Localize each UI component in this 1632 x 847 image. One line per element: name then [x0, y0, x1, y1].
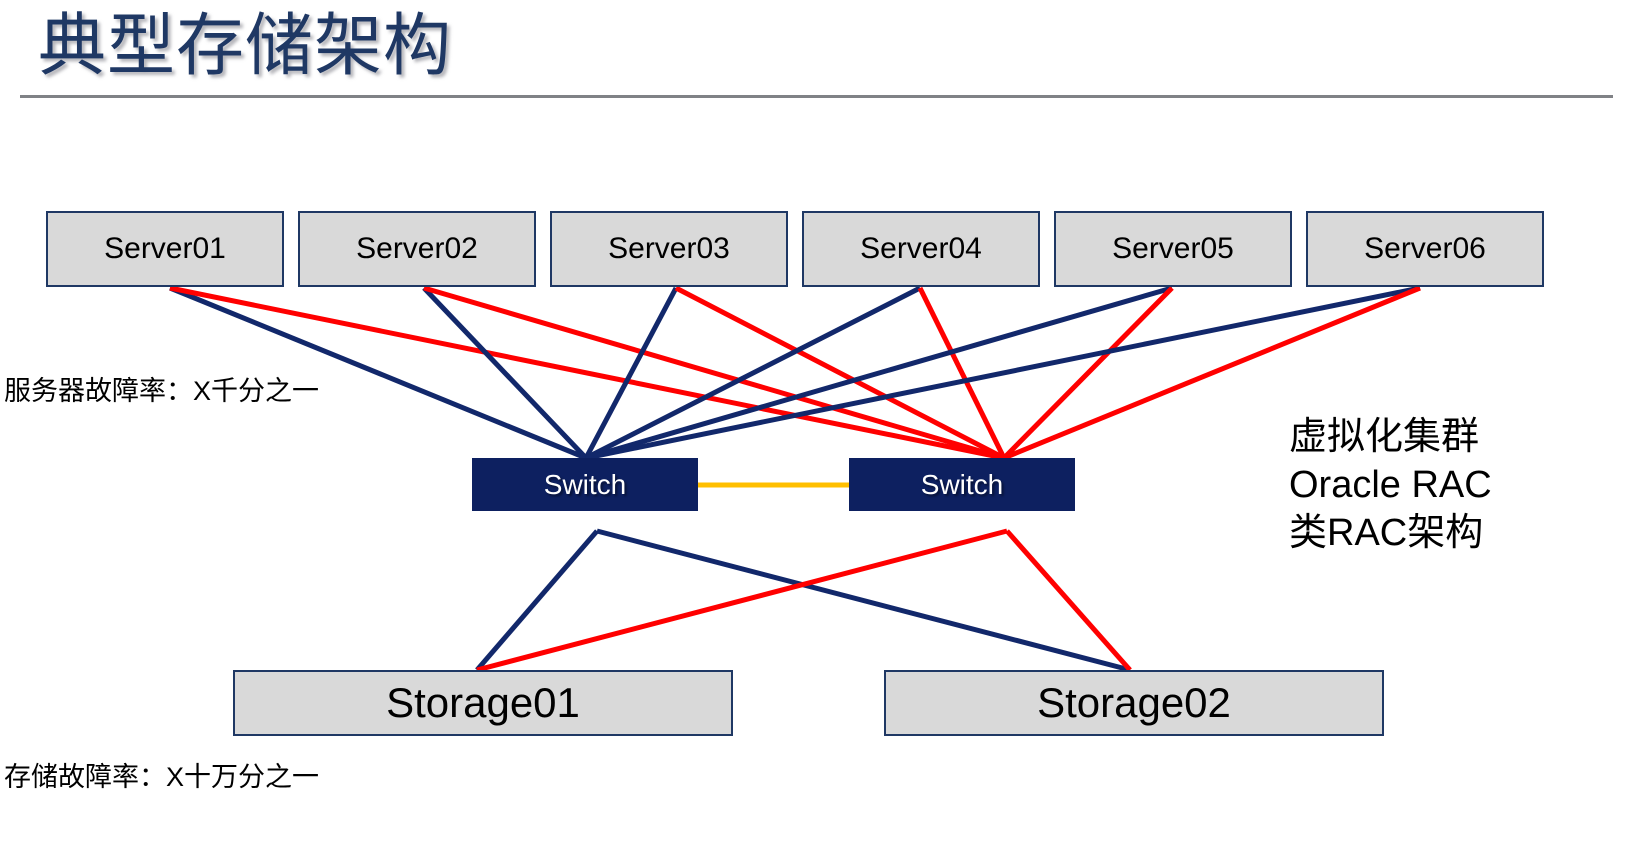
- link-server5-switch2: [1002, 286, 1174, 460]
- storage-failure-rate-annotation: 存储故障率：X十万分之一: [4, 762, 320, 792]
- link-server5-switch1: [585, 285, 1173, 461]
- link-server6-switch1: [585, 285, 1421, 461]
- server-node-label: Server01: [104, 232, 226, 265]
- switch-node-2[interactable]: Switch: [849, 458, 1075, 511]
- page-title: 典型存储架构: [38, 8, 453, 84]
- link-server4-switch1: [584, 285, 922, 461]
- link-server2-switch1: [422, 286, 588, 460]
- storage-node-label: Storage01: [386, 679, 580, 726]
- switch-node-label: Switch: [920, 468, 1004, 500]
- storage-node-2[interactable]: Storage02: [884, 670, 1384, 736]
- architecture-note-line-2: Oracle RAC: [1289, 464, 1492, 506]
- storage-node-label: Storage02: [1037, 679, 1231, 726]
- storage-node-1[interactable]: Storage01: [233, 670, 733, 736]
- link-switch1-storage2: [596, 528, 1131, 673]
- server-node-label: Server03: [608, 232, 730, 265]
- link-server2-switch2: [423, 285, 1005, 461]
- architecture-note: 虚拟化集群 Oracle RAC 类RAC架构: [1289, 413, 1492, 557]
- server-node-label: Server04: [860, 232, 982, 265]
- server-node-2[interactable]: Server02: [298, 211, 536, 287]
- server-node-1[interactable]: Server01: [46, 211, 284, 287]
- server-node-3[interactable]: Server03: [550, 211, 788, 287]
- switch-node-label: Switch: [543, 468, 627, 500]
- server-node-4[interactable]: Server04: [802, 211, 1040, 287]
- architecture-note-line-1: 虚拟化集群: [1289, 416, 1480, 458]
- link-server3-switch1: [583, 286, 679, 460]
- server-node-label: Server02: [356, 232, 478, 265]
- link-switch2-storage1: [476, 528, 1008, 673]
- link-server1-switch2: [169, 285, 1005, 461]
- server-node-5[interactable]: Server05: [1054, 211, 1292, 287]
- architecture-note-line-3: 类RAC架构: [1289, 512, 1484, 554]
- link-switch1-storage1: [475, 529, 599, 672]
- link-server3-switch2: [674, 285, 1006, 461]
- server-node-6[interactable]: Server06: [1306, 211, 1544, 287]
- link-server4-switch2: [917, 286, 1007, 460]
- server-node-label: Server05: [1112, 232, 1234, 265]
- server-failure-rate-annotation: 服务器故障率：X千分之一: [4, 376, 320, 406]
- link-switch2-storage2: [1005, 529, 1132, 672]
- link-server1-switch1: [169, 285, 587, 461]
- title-divider: [20, 95, 1613, 98]
- server-node-label: Server06: [1364, 232, 1486, 265]
- link-server6-switch2: [1003, 285, 1421, 461]
- switch-node-1[interactable]: Switch: [472, 458, 698, 511]
